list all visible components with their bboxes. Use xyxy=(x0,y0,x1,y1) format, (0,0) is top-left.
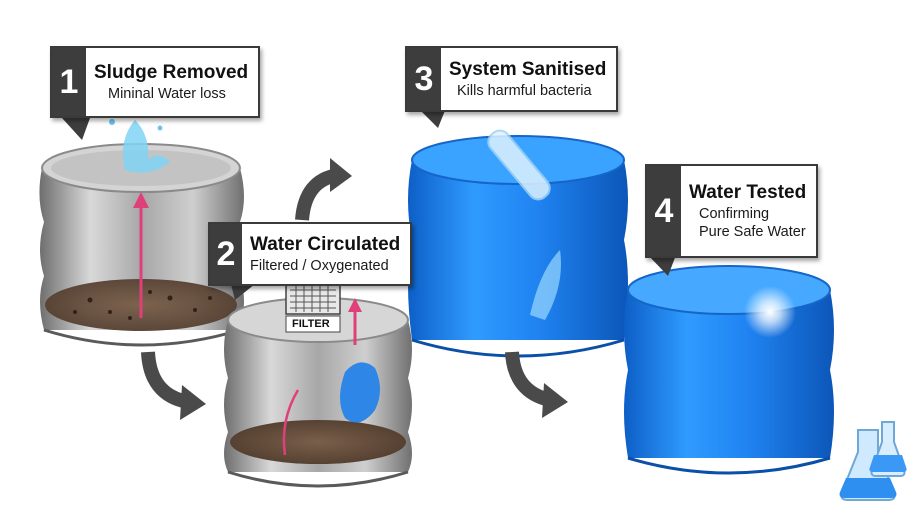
blue-water-blob xyxy=(340,362,380,423)
callout-1-tail xyxy=(62,118,90,140)
step-4-callout: 4 Water Tested Confirming Pure Safe Wate… xyxy=(645,164,819,258)
sparkle-icon xyxy=(744,286,796,338)
step-4-subtitle-line2: Pure Safe Water xyxy=(699,224,806,240)
step-1-number: 1 xyxy=(52,48,86,116)
arrow-1-to-2 xyxy=(141,351,206,420)
step-4-subtitle-line1: Confirming xyxy=(699,206,770,222)
step-4-number: 4 xyxy=(647,166,681,256)
step-1-callout: 1 Sludge Removed Mininal Water loss xyxy=(50,46,261,118)
sludge-particles xyxy=(73,290,212,320)
step-2-number: 2 xyxy=(210,224,242,284)
arrow-2-to-3 xyxy=(295,158,352,221)
tank-2-steel xyxy=(224,283,412,488)
test-tube-icon xyxy=(487,129,551,201)
step-3-subtitle: Kills harmful bacteria xyxy=(457,83,592,99)
step-3-title: System Sanitised xyxy=(449,59,607,80)
tank-4-blue xyxy=(624,265,834,475)
callout-3-tail xyxy=(418,108,446,128)
step-1-subtitle: Mininal Water loss xyxy=(108,86,226,102)
callout-4-tail xyxy=(648,255,676,276)
tank-1-steel xyxy=(39,119,244,347)
step-2-subtitle: Filtered / Oxygenated xyxy=(250,258,389,274)
step-2-callout: 2 Water Circulated Filtered / Oxygenated xyxy=(208,222,413,286)
tank-3-blue xyxy=(408,129,628,358)
water-splash xyxy=(109,119,170,173)
step-2-title: Water Circulated xyxy=(250,234,401,255)
arrow-3-to-4 xyxy=(505,351,568,418)
lab-flask-icons xyxy=(839,421,907,501)
step-4-title: Water Tested xyxy=(689,182,807,203)
filter-label: FILTER xyxy=(292,318,330,330)
step-1-title: Sludge Removed xyxy=(94,62,249,83)
step-3-callout: 3 System Sanitised Kills harmful bacteri… xyxy=(405,46,619,112)
step-3-number: 3 xyxy=(407,48,441,110)
